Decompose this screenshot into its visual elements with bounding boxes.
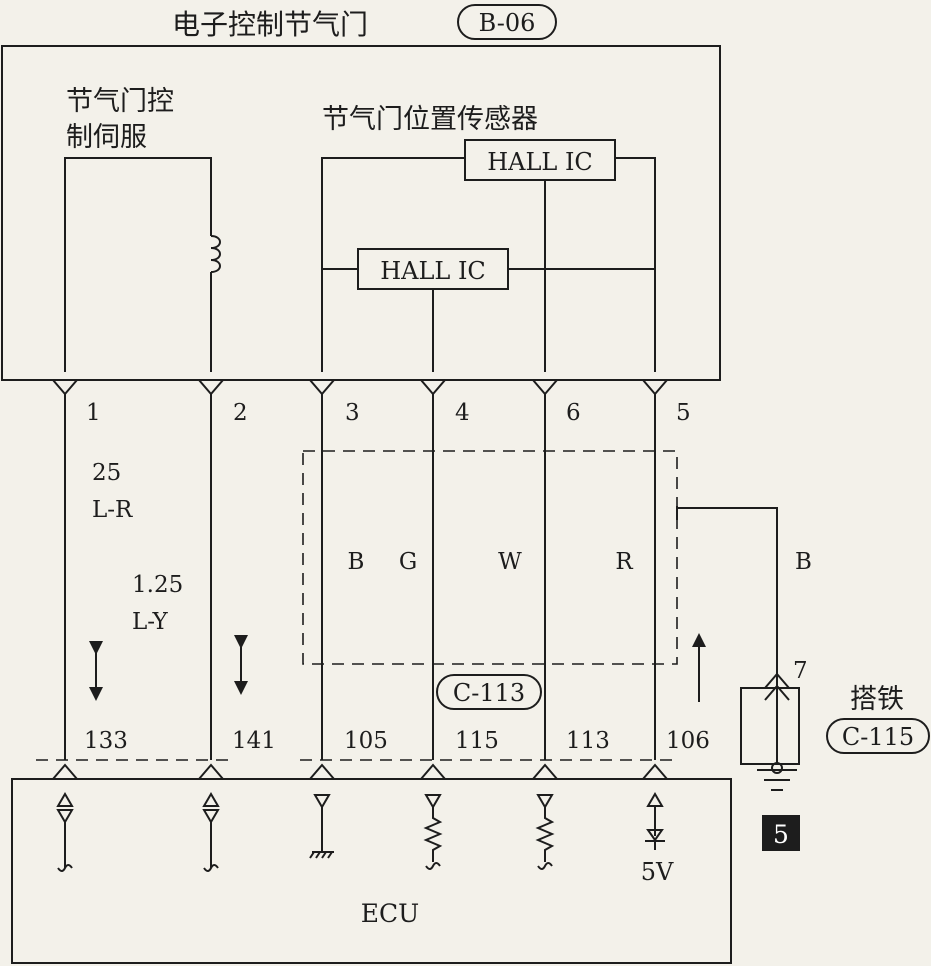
ecu-pin-113: 113 bbox=[566, 728, 610, 754]
c113-label: C-113 bbox=[453, 679, 525, 707]
ground-wire-color: B bbox=[795, 549, 812, 575]
shield-box bbox=[302, 450, 678, 665]
sensor-title: 节气门位置传感器 bbox=[322, 104, 538, 135]
servo-label-line1: 节气门控 bbox=[66, 86, 174, 117]
component-title: 电子控制节气门 bbox=[172, 8, 368, 41]
wire-1-color: L-R bbox=[92, 497, 133, 523]
c115-label: C-115 bbox=[842, 723, 914, 751]
ecu-5v-supply-icon bbox=[645, 792, 665, 850]
ecu-label: ECU bbox=[361, 899, 419, 928]
pin-4: 4 bbox=[455, 400, 470, 426]
ecu-pin-105: 105 bbox=[344, 728, 388, 754]
wire-6-color: W bbox=[498, 549, 522, 575]
ground-ref-badge bbox=[762, 815, 800, 851]
wire-5-color: R bbox=[615, 549, 633, 575]
ground-pin: 7 bbox=[793, 658, 808, 684]
ecu-5v-label: 5V bbox=[641, 858, 674, 886]
servo-motor-circuit bbox=[64, 157, 221, 372]
c115-badge bbox=[826, 718, 930, 754]
c113-badge bbox=[436, 674, 542, 710]
shield-ground-wire bbox=[676, 506, 778, 760]
wire-2-color: L-Y bbox=[132, 609, 169, 635]
b06-connector-terminals bbox=[52, 379, 668, 396]
wire-1-size: 25 bbox=[92, 460, 121, 486]
pin-2: 2 bbox=[233, 400, 248, 426]
ecu-connector-terminals bbox=[52, 763, 668, 780]
pin-6: 6 bbox=[566, 400, 581, 426]
ecu-ground-icon bbox=[309, 794, 334, 859]
component-code-badge bbox=[457, 4, 557, 40]
wire-2-size: 1.25 bbox=[132, 572, 183, 598]
hall-ic-top-label: HALL IC bbox=[487, 148, 593, 176]
ground-connector bbox=[740, 672, 800, 791]
hall-ic-mid-label: HALL IC bbox=[380, 257, 486, 285]
wire-4-color: G bbox=[399, 549, 417, 575]
component-code: B-06 bbox=[479, 9, 536, 37]
ecu-pin-115: 115 bbox=[455, 728, 499, 754]
sensor-wiring bbox=[321, 157, 656, 372]
hall-ic-top bbox=[464, 139, 616, 181]
bidirectional-arrow-icon bbox=[89, 635, 248, 701]
ecu-input-resistor-icon bbox=[423, 794, 443, 870]
ecu-driver-icon bbox=[202, 792, 220, 872]
servo-label-line2: 制伺服 bbox=[66, 122, 147, 153]
servo-coil-icon bbox=[210, 235, 221, 273]
ground-label: 搭铁 bbox=[850, 684, 904, 715]
throttle-body-box bbox=[1, 45, 721, 381]
pin-3: 3 bbox=[345, 400, 360, 426]
ecu-pin-141: 141 bbox=[232, 728, 276, 754]
ecu-box bbox=[11, 778, 732, 964]
ecu-pin-133: 133 bbox=[84, 728, 128, 754]
ecu-pin-106: 106 bbox=[666, 728, 710, 754]
harness-wires bbox=[64, 394, 656, 760]
pin-5: 5 bbox=[676, 400, 691, 426]
ground-ref-number: 5 bbox=[773, 820, 789, 849]
wire-3-color: B bbox=[348, 549, 365, 575]
ecu-input-resistor-icon bbox=[535, 794, 555, 870]
ecu-driver-icon bbox=[56, 792, 74, 872]
pin-1: 1 bbox=[86, 400, 101, 426]
